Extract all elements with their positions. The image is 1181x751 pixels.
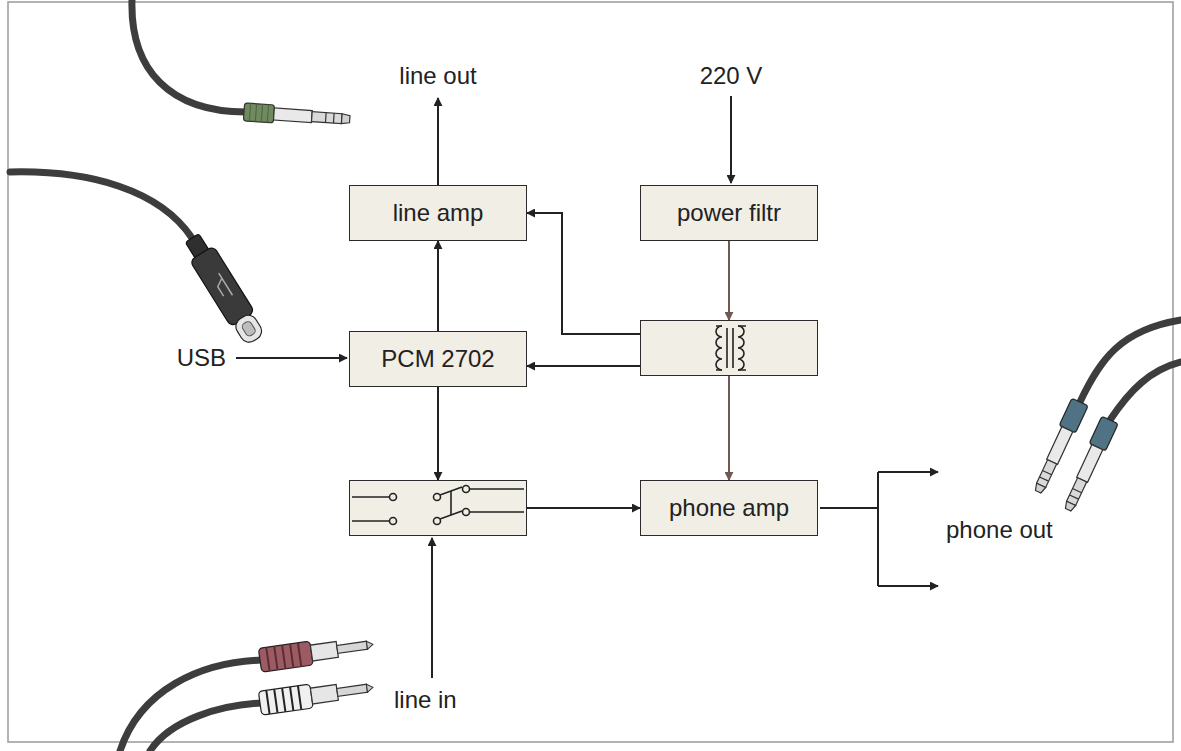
box-label: line amp	[393, 199, 484, 227]
input-label: USB	[175, 344, 228, 372]
connector-arrow	[527, 507, 640, 509]
amplifier-box: line amp	[349, 185, 527, 241]
box-label: phone amp	[669, 494, 789, 522]
connector-arrow	[527, 213, 640, 334]
input-label: line in	[392, 686, 459, 714]
transformer-box	[640, 320, 818, 376]
output-label: phone out	[944, 516, 1055, 544]
connector-arrow	[728, 376, 730, 480]
dac-chip-box: PCM 2702	[349, 331, 527, 387]
filter-box: power filtr	[640, 185, 818, 241]
amplifier-box: phone amp	[640, 480, 818, 536]
connector-arrow	[728, 241, 730, 320]
switch-box	[349, 480, 527, 536]
connector-arrow	[527, 365, 640, 367]
box-label: power filtr	[677, 199, 781, 227]
connector-arrow	[437, 241, 439, 331]
usb-plug	[10, 172, 267, 347]
box-label: PCM 2702	[381, 345, 494, 373]
power-label: 220 V	[698, 62, 765, 90]
signal-arrows	[236, 96, 938, 678]
audio-jack-blue	[1030, 320, 1181, 514]
frame	[8, 2, 1173, 742]
output-label: line out	[397, 62, 478, 90]
rca-plugs	[120, 633, 375, 751]
connector-arrow	[437, 387, 439, 480]
audio-jack-green	[132, 0, 350, 128]
